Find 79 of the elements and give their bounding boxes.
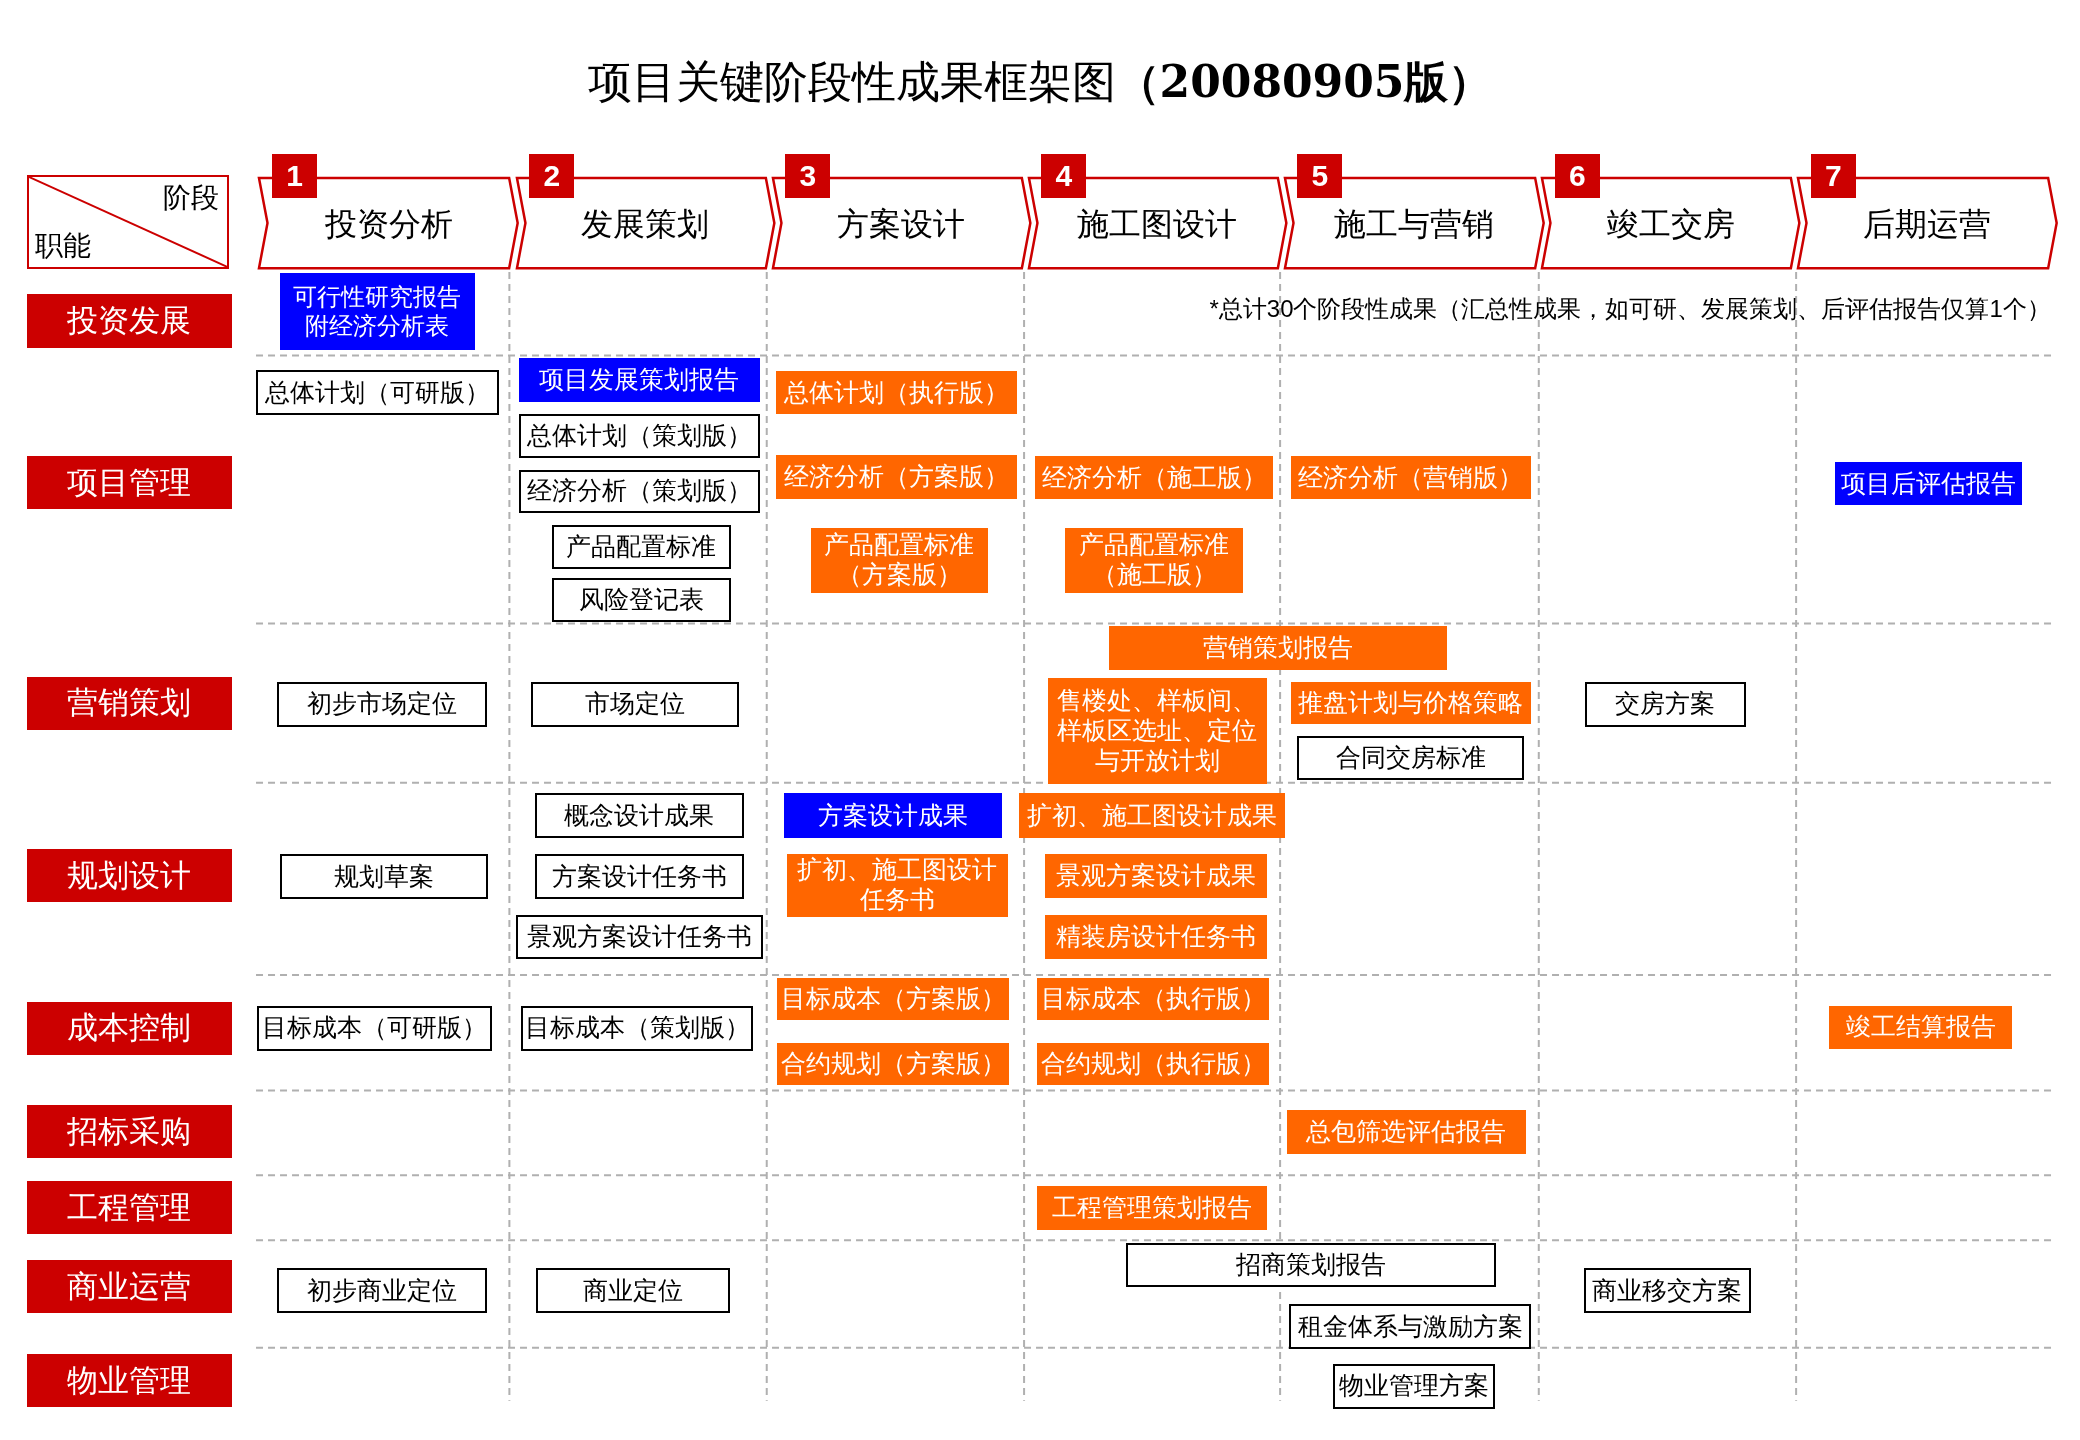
- function-box: 规划设计: [26, 848, 233, 902]
- deliverable-box: 景观方案设计成果: [1045, 854, 1267, 899]
- stage-number-badge: 7: [1810, 153, 1856, 198]
- deliverable-box: 总体计划（执行版）: [776, 371, 1018, 414]
- note-text: *总计30个阶段性成果（汇总性成果，如可研、发展策划、后评估报告仅算1个）: [1209, 294, 2051, 325]
- deliverable-box: 目标成本（可研版）: [257, 1005, 493, 1051]
- deliverable-box: 物业管理方案: [1333, 1363, 1495, 1409]
- stage-title: 竣工交房: [1606, 204, 1735, 246]
- deliverable-box: 租金体系与激励方案: [1289, 1303, 1531, 1350]
- function-box: 投资发展: [26, 294, 233, 348]
- deliverable-box: 扩初、施工图设计成果: [1018, 793, 1286, 839]
- deliverable-box: 产品配置标准（方案版）: [810, 527, 989, 593]
- stage-number-badge: 6: [1554, 153, 1600, 198]
- function-box: 营销策划: [26, 676, 233, 730]
- deliverable-box: 初步市场定位: [277, 681, 487, 727]
- stage-number-badge: 1: [271, 153, 317, 198]
- deliverable-box: 可行性研究报告附经济分析表: [279, 273, 475, 351]
- deliverable-box: 初步商业定位: [277, 1268, 487, 1314]
- function-box: 项目管理: [26, 456, 233, 510]
- stage-number-badge: 5: [1297, 153, 1343, 198]
- deliverable-box: 招商策划报告: [1126, 1242, 1497, 1287]
- stage-banner: [770, 153, 1032, 271]
- deliverable-box: 经济分析（营销版）: [1290, 456, 1531, 499]
- deliverable-box: 产品配置标准（施工版）: [1065, 527, 1243, 593]
- deliverable-box: 商业定位: [535, 1268, 730, 1314]
- header-label: 职能: [34, 228, 91, 265]
- deliverable-box: 目标成本（执行版）: [1037, 977, 1270, 1021]
- deliverable-box: 项目发展策划报告: [518, 358, 761, 402]
- deliverable-box: 总体计划（策划版）: [518, 413, 761, 458]
- deliverable-box: 工程管理策划报告: [1037, 1185, 1267, 1230]
- deliverable-box: 目标成本（策划版）: [521, 1005, 754, 1051]
- stage-title: 后期运营: [1863, 204, 1992, 246]
- stage-banner: [1026, 153, 1289, 271]
- stage-banner: [257, 153, 520, 271]
- stage-banner: [514, 153, 776, 271]
- stage-number-badge: 3: [785, 153, 831, 198]
- deliverable-box: 经济分析（方案版）: [776, 455, 1018, 499]
- stage-title: 施工与营销: [1334, 204, 1495, 246]
- deliverable-box: 合约规划（执行版）: [1037, 1042, 1270, 1086]
- stage-title: 发展策划: [581, 204, 710, 246]
- deliverable-box: 项目后评估报告: [1834, 461, 2022, 506]
- deliverable-box: 总包筛选评估报告: [1286, 1110, 1526, 1155]
- function-box: 商业运营: [26, 1260, 233, 1314]
- deliverable-box: 精装房设计任务书: [1045, 915, 1267, 960]
- function-box: 工程管理: [26, 1180, 233, 1234]
- stage-title: 方案设计: [837, 204, 966, 246]
- deliverable-box: 经济分析（施工版）: [1034, 456, 1274, 499]
- stage-number-badge: 4: [1041, 153, 1087, 198]
- deliverable-box: 风险登记表: [551, 578, 731, 623]
- deliverable-box: 目标成本（方案版）: [777, 977, 1010, 1021]
- stage-banner: [1282, 153, 1546, 271]
- deliverable-box: 竣工结算报告: [1829, 1005, 2013, 1050]
- stage-number-badge: 2: [529, 153, 575, 198]
- function-box: 招标采购: [26, 1105, 233, 1159]
- header-label: 阶段: [163, 180, 220, 217]
- deliverable-box: 规划草案: [279, 854, 489, 900]
- function-box: 物业管理: [26, 1354, 233, 1408]
- function-box: 成本控制: [26, 1001, 233, 1055]
- stage-banner: [1540, 153, 1802, 271]
- deliverable-box: 总体计划（可研版）: [256, 370, 499, 416]
- deliverable-box: 合约规划（方案版）: [777, 1042, 1010, 1086]
- deliverable-box: 方案设计成果: [783, 793, 1002, 839]
- deliverable-box: 市场定位: [530, 681, 739, 727]
- deliverable-box: 产品配置标准: [551, 525, 731, 570]
- stage-title: 施工图设计: [1077, 204, 1238, 246]
- deliverable-box: 营销策划报告: [1108, 626, 1448, 670]
- deliverable-box: 交房方案: [1585, 681, 1746, 727]
- deliverable-box: 概念设计成果: [534, 793, 745, 839]
- stage-banner: [1796, 153, 2059, 271]
- deliverable-box: 售楼处、样板间、样板区选址、定位与开放计划: [1047, 677, 1267, 784]
- stage-title: 投资分析: [324, 204, 453, 246]
- deliverable-box: 合同交房标准: [1297, 736, 1525, 780]
- deliverable-box: 方案设计任务书: [534, 854, 745, 900]
- deliverable-box: 商业移交方案: [1583, 1268, 1751, 1314]
- title: 项目关键阶段性成果框架图（20080905版）: [587, 55, 1493, 110]
- deliverable-box: 经济分析（策划版）: [518, 469, 761, 514]
- deliverable-box: 景观方案设计任务书: [516, 915, 763, 960]
- deliverable-box: 推盘计划与价格策略: [1290, 681, 1531, 725]
- deliverable-box: 扩初、施工图设计任务书: [786, 854, 1009, 917]
